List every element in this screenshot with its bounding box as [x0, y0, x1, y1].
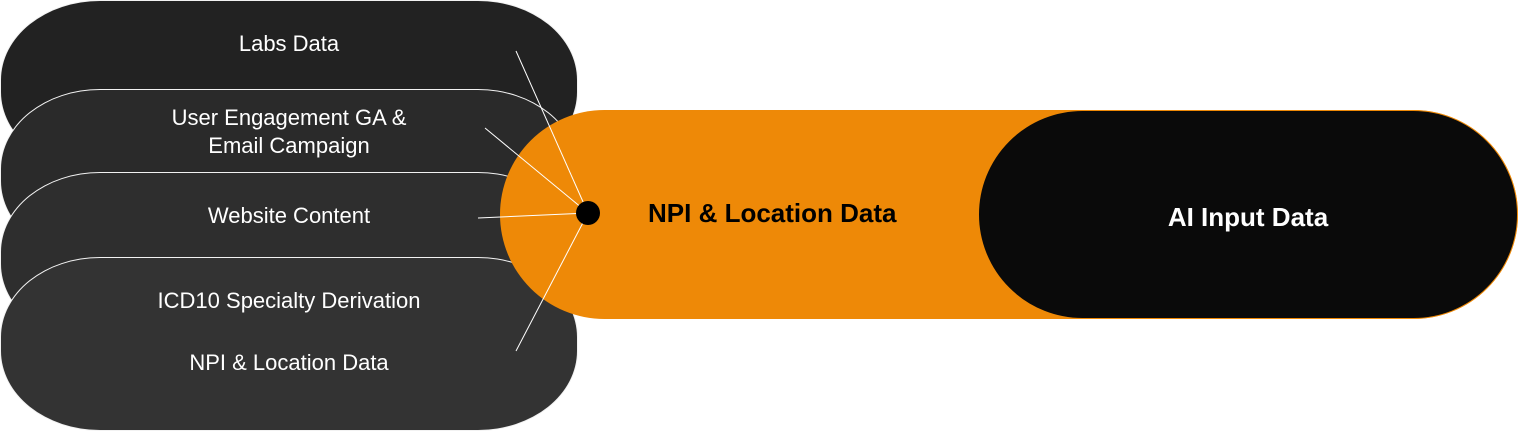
- source-label-npi-location: NPI & Location Data: [189, 350, 389, 375]
- connector-labs: [515, 50, 589, 214]
- connector-user-engagement: [484, 127, 589, 214]
- hub-label: NPI & Location Data: [648, 198, 897, 228]
- output-label: AI Input Data: [1167, 202, 1329, 232]
- connector-npi-location: [515, 212, 589, 352]
- connector-website-content: [477, 212, 589, 219]
- hub-dot: [576, 201, 600, 225]
- source-pill-icd10-npi: [0, 257, 578, 431]
- source-label-user-engagement: User Engagement GA & Email Campaign: [171, 105, 407, 158]
- output-pill: [978, 110, 1518, 319]
- source-label-labs: Labs Data: [238, 31, 340, 56]
- source-label-icd10: ICD10 Specialty Derivation: [157, 288, 421, 313]
- source-label-website-content: Website Content: [207, 203, 371, 228]
